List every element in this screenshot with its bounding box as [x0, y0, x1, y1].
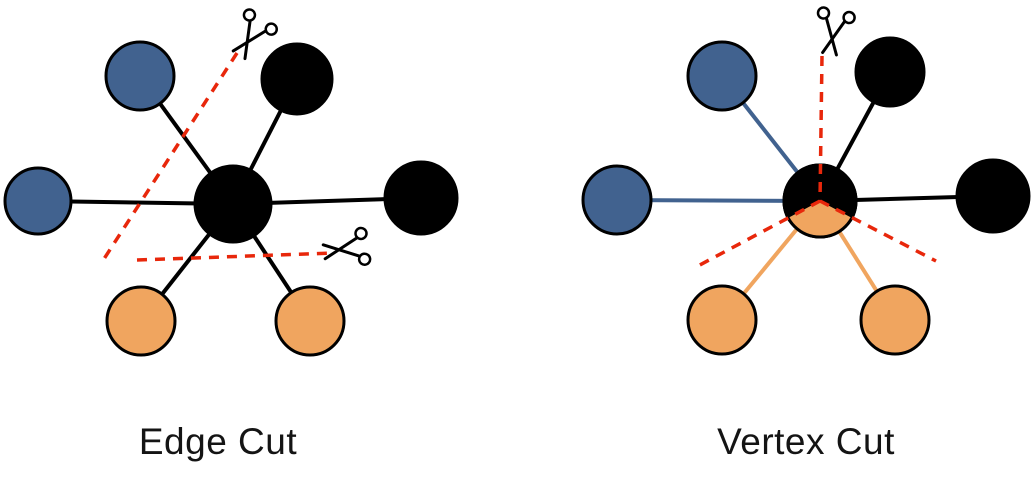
node-black — [260, 42, 334, 116]
node-blue — [3, 166, 73, 236]
scissors-icon — [321, 226, 372, 266]
node-blue — [686, 40, 758, 112]
node-black — [383, 160, 459, 236]
scissors-icon — [231, 8, 279, 61]
node-blue — [104, 40, 176, 112]
cut-line — [695, 199, 821, 269]
node-orange — [686, 284, 758, 356]
cut-line — [818, 55, 824, 202]
cut-line — [100, 52, 239, 263]
node-orange — [859, 284, 931, 356]
cut-line — [136, 251, 335, 262]
scissors-icon — [816, 6, 856, 57]
center-node — [193, 164, 273, 244]
edge-cut-label: Edge Cut — [138, 421, 298, 462]
cut-line — [819, 199, 937, 263]
node-black — [854, 36, 926, 108]
node-orange — [274, 285, 346, 357]
node-orange — [105, 285, 177, 357]
node-blue — [581, 164, 653, 236]
node-black — [955, 158, 1031, 234]
vertex-cut-label: Vertex Cut — [717, 421, 895, 462]
